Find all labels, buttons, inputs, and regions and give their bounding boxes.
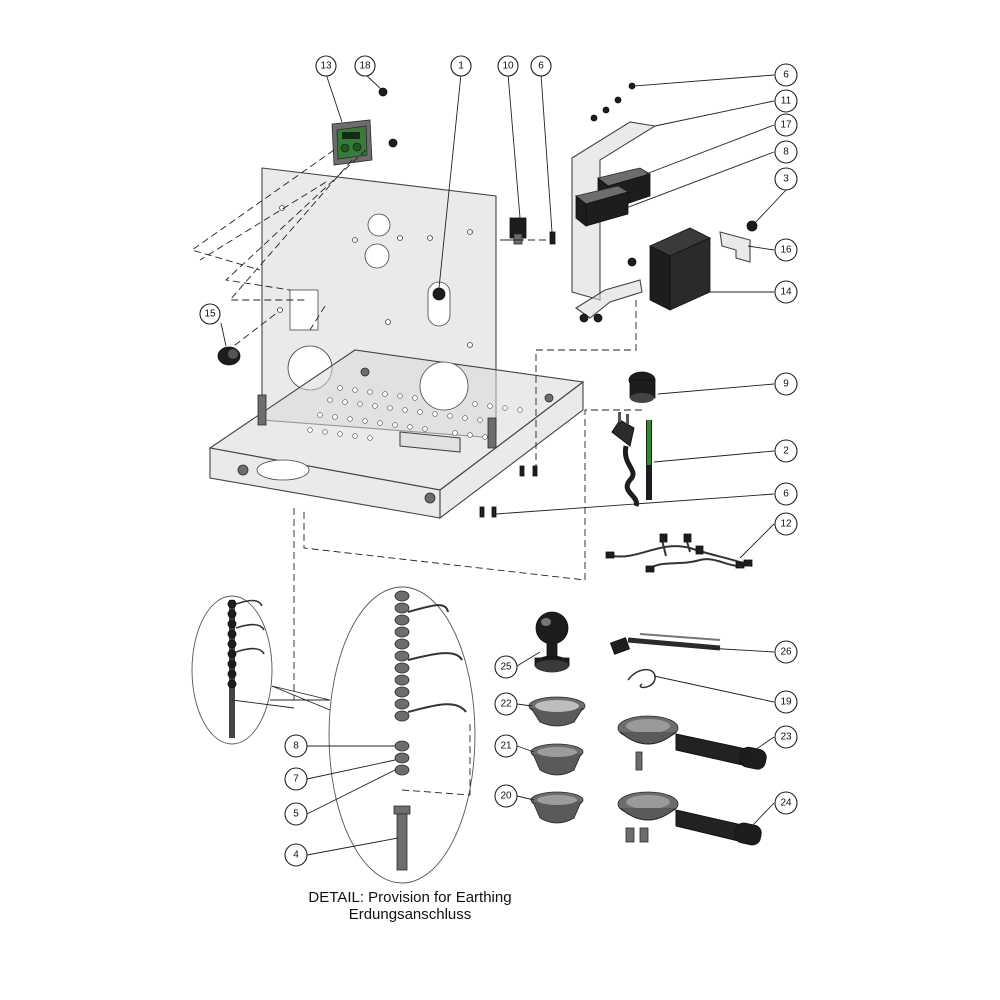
svg-text:8: 8	[783, 147, 789, 158]
callout-26: 26	[774, 640, 798, 664]
svg-text:17: 17	[780, 120, 792, 131]
earth-washer-stack	[394, 590, 410, 776]
svg-text:23: 23	[780, 732, 792, 743]
screw-18	[378, 87, 398, 148]
portafilter-24	[617, 791, 762, 846]
svg-text:3: 3	[783, 174, 789, 185]
leader-lines	[220, 73, 787, 856]
callout-8-detail: 8	[284, 734, 308, 758]
callout-6-top: 6	[530, 55, 552, 77]
svg-text:21: 21	[500, 741, 512, 752]
solid-state-relay-17	[575, 167, 651, 227]
callout-6-lower: 6	[774, 482, 798, 506]
callout-4: 4	[284, 843, 308, 867]
callout-2: 2	[774, 439, 798, 463]
callout-20: 20	[494, 784, 518, 808]
callout-22: 22	[494, 692, 518, 716]
callout-21: 21	[494, 734, 518, 758]
filter-basket-21	[530, 743, 584, 776]
callout-5: 5	[284, 802, 308, 826]
svg-text:16: 16	[780, 245, 792, 256]
callout-16: 16	[774, 238, 798, 262]
callout-3: 3	[774, 167, 798, 191]
callout-24: 24	[774, 791, 798, 815]
detail-caption-line1: DETAIL: Provision for Earthing	[308, 889, 512, 906]
sensor-10	[509, 217, 527, 245]
svg-text:5: 5	[293, 809, 299, 820]
base-screws	[479, 465, 538, 518]
svg-text:13: 13	[320, 61, 332, 72]
portafilter-23	[617, 715, 767, 771]
svg-text:8: 8	[293, 741, 299, 752]
svg-text:4: 4	[293, 850, 299, 861]
svg-text:11: 11	[781, 96, 792, 107]
callout-7: 7	[284, 767, 308, 791]
svg-text:12: 12	[780, 519, 792, 530]
tamper-25	[534, 611, 570, 673]
callout-8-top: 8	[774, 140, 798, 164]
callout-11: 11	[774, 89, 798, 113]
earthing-detail-small	[191, 595, 273, 745]
callout-23: 23	[774, 725, 798, 749]
callout-9: 9	[774, 372, 798, 396]
svg-text:22: 22	[500, 699, 512, 710]
svg-text:1: 1	[458, 61, 464, 72]
callout-12: 12	[774, 512, 798, 536]
svg-text:14: 14	[780, 287, 792, 298]
callout-14: 14	[774, 280, 798, 304]
detail-caption-line2: Erdungsanschluss	[348, 906, 472, 923]
mounting-bracket-11	[571, 82, 657, 323]
svg-text:9: 9	[783, 379, 789, 390]
assembly-lines	[190, 149, 642, 796]
svg-text:20: 20	[500, 791, 512, 802]
callout-10: 10	[497, 55, 519, 77]
svg-text:6: 6	[783, 70, 789, 81]
callout-1: 1	[450, 55, 472, 77]
tray-perforations	[307, 385, 523, 441]
svg-text:10: 10	[502, 61, 514, 72]
callout-15: 15	[199, 303, 221, 325]
callout-25: 25	[494, 655, 518, 679]
filter-basket-22	[528, 696, 586, 727]
earthing-detail-large	[328, 586, 476, 884]
power-cord-2	[611, 412, 652, 507]
transformer-14	[649, 227, 711, 311]
bracket-16	[719, 231, 751, 263]
callout-18: 18	[354, 55, 376, 77]
callout-13: 13	[315, 55, 337, 77]
callout-17: 17	[774, 113, 798, 137]
base-tray	[208, 349, 585, 520]
switch-15	[217, 346, 241, 366]
svg-text:6: 6	[538, 61, 544, 72]
svg-text:2: 2	[783, 446, 789, 457]
callout-6-right: 6	[774, 63, 798, 87]
detail-link-line	[231, 699, 295, 709]
wiring-harness-12	[605, 533, 753, 573]
svg-text:7: 7	[293, 774, 299, 785]
lever-26	[609, 633, 721, 655]
svg-text:15: 15	[204, 309, 216, 320]
svg-text:19: 19	[780, 697, 792, 708]
svg-text:6: 6	[783, 489, 789, 500]
callout-19: 19	[774, 690, 798, 714]
svg-text:24: 24	[780, 798, 792, 809]
screw-6-upper	[549, 231, 556, 245]
grommet-9	[628, 371, 656, 403]
detail-link-line	[270, 685, 331, 711]
filter-basket-20	[530, 791, 584, 824]
svg-text:25: 25	[500, 662, 512, 673]
svg-text:18: 18	[359, 61, 371, 72]
spring-clip-19	[627, 669, 656, 689]
svg-text:26: 26	[780, 647, 792, 658]
display-control-unit	[331, 119, 373, 166]
